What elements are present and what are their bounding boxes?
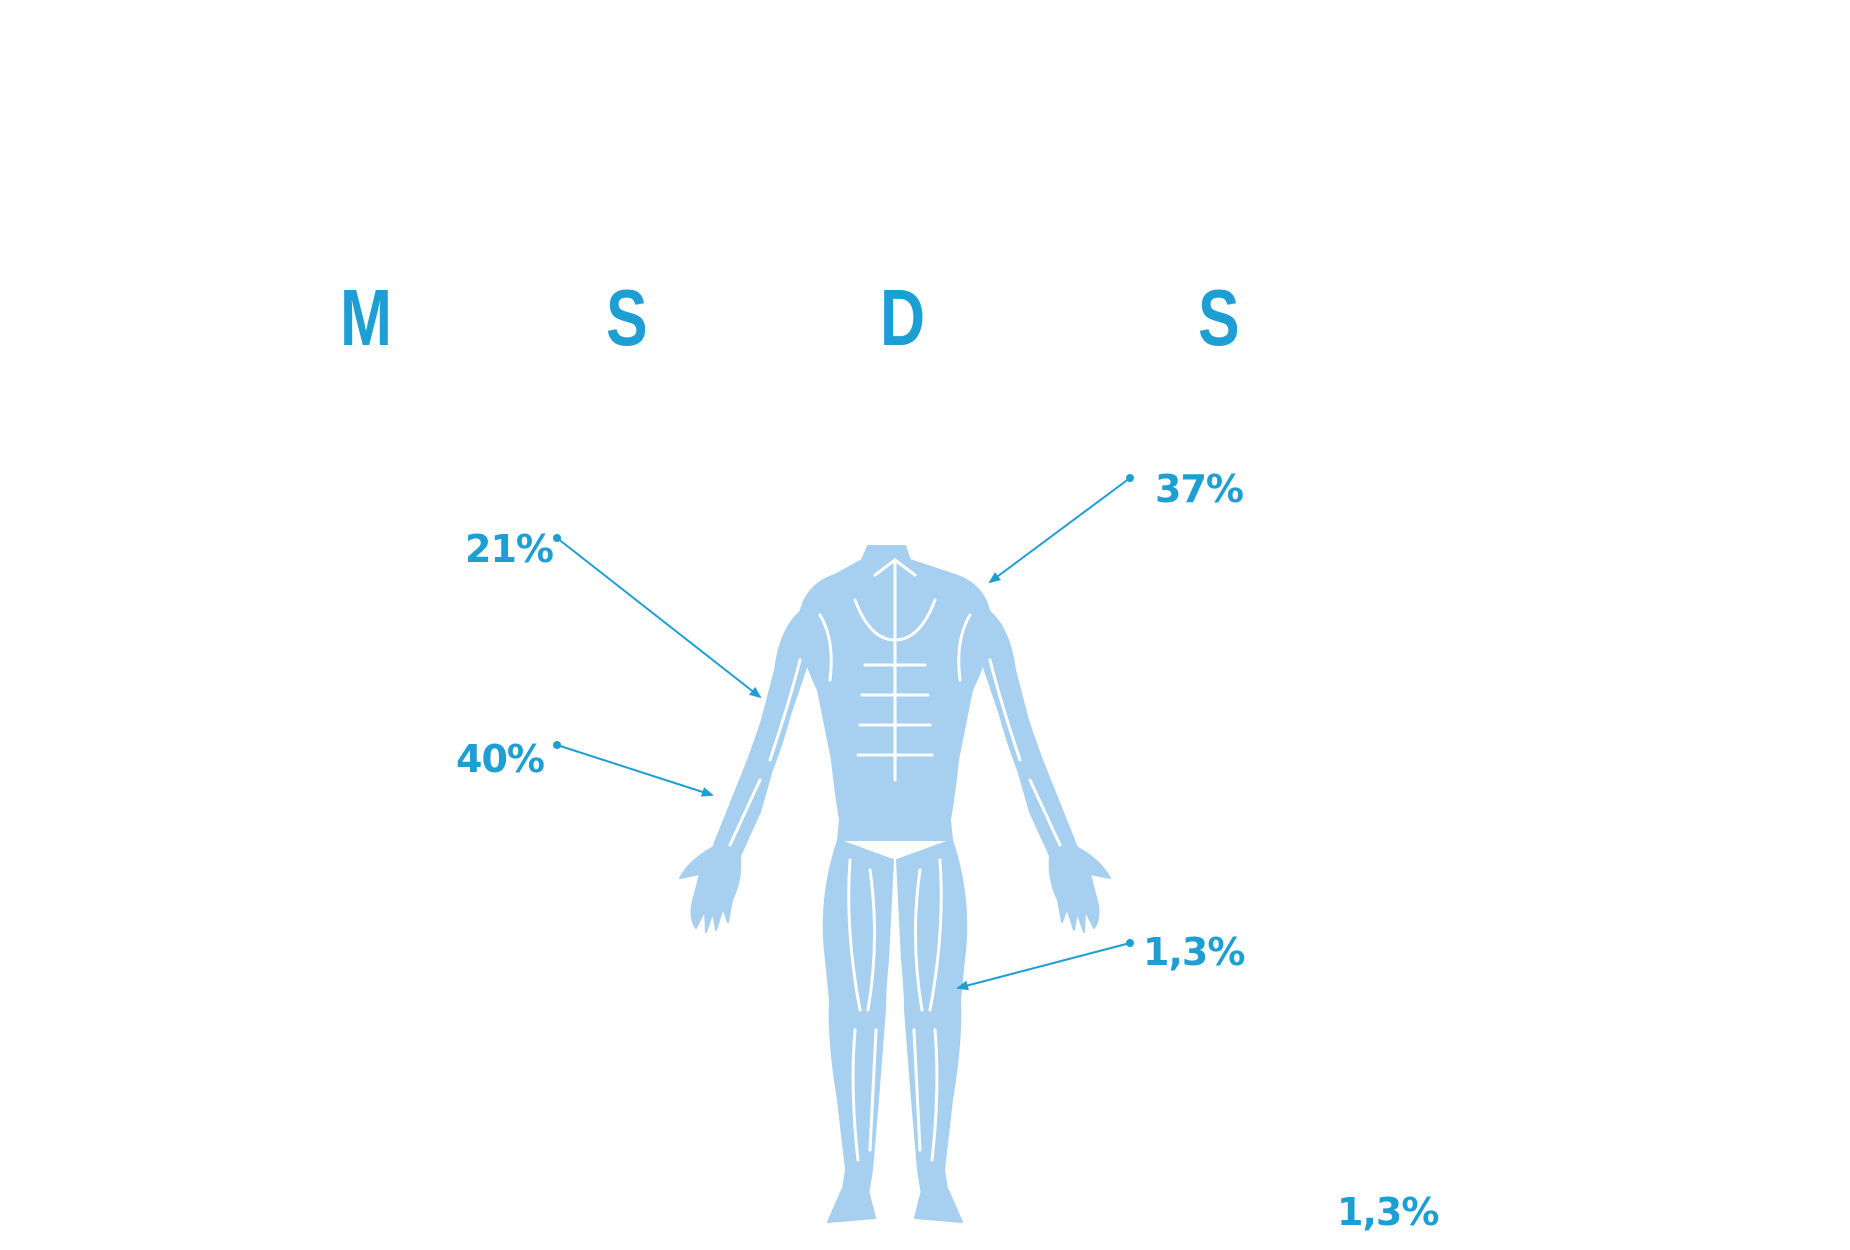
callout-label-neck-shoulder: 37% (1155, 467, 1244, 511)
callout-arrow-forearm-wrist (553, 741, 714, 797)
callout-arrow-neck-shoulder (988, 474, 1134, 584)
heading-letter-s2: S (1198, 273, 1240, 362)
footnote-value: 1,3% (1337, 1190, 1439, 1234)
callout-label-knee: 1,3% (1143, 930, 1245, 974)
callout-arrow-knee (956, 939, 1134, 991)
human-muscle-anatomy-icon (679, 545, 1111, 1223)
callout-label-upper-arm: 21% (465, 527, 554, 571)
heading-letter-d: D (880, 273, 926, 362)
callout-label-forearm-wrist: 40% (456, 737, 545, 781)
heading-letter-m: M (340, 273, 392, 362)
callout-arrow-upper-arm (553, 534, 762, 699)
heading-letter-s1: S (606, 273, 648, 362)
